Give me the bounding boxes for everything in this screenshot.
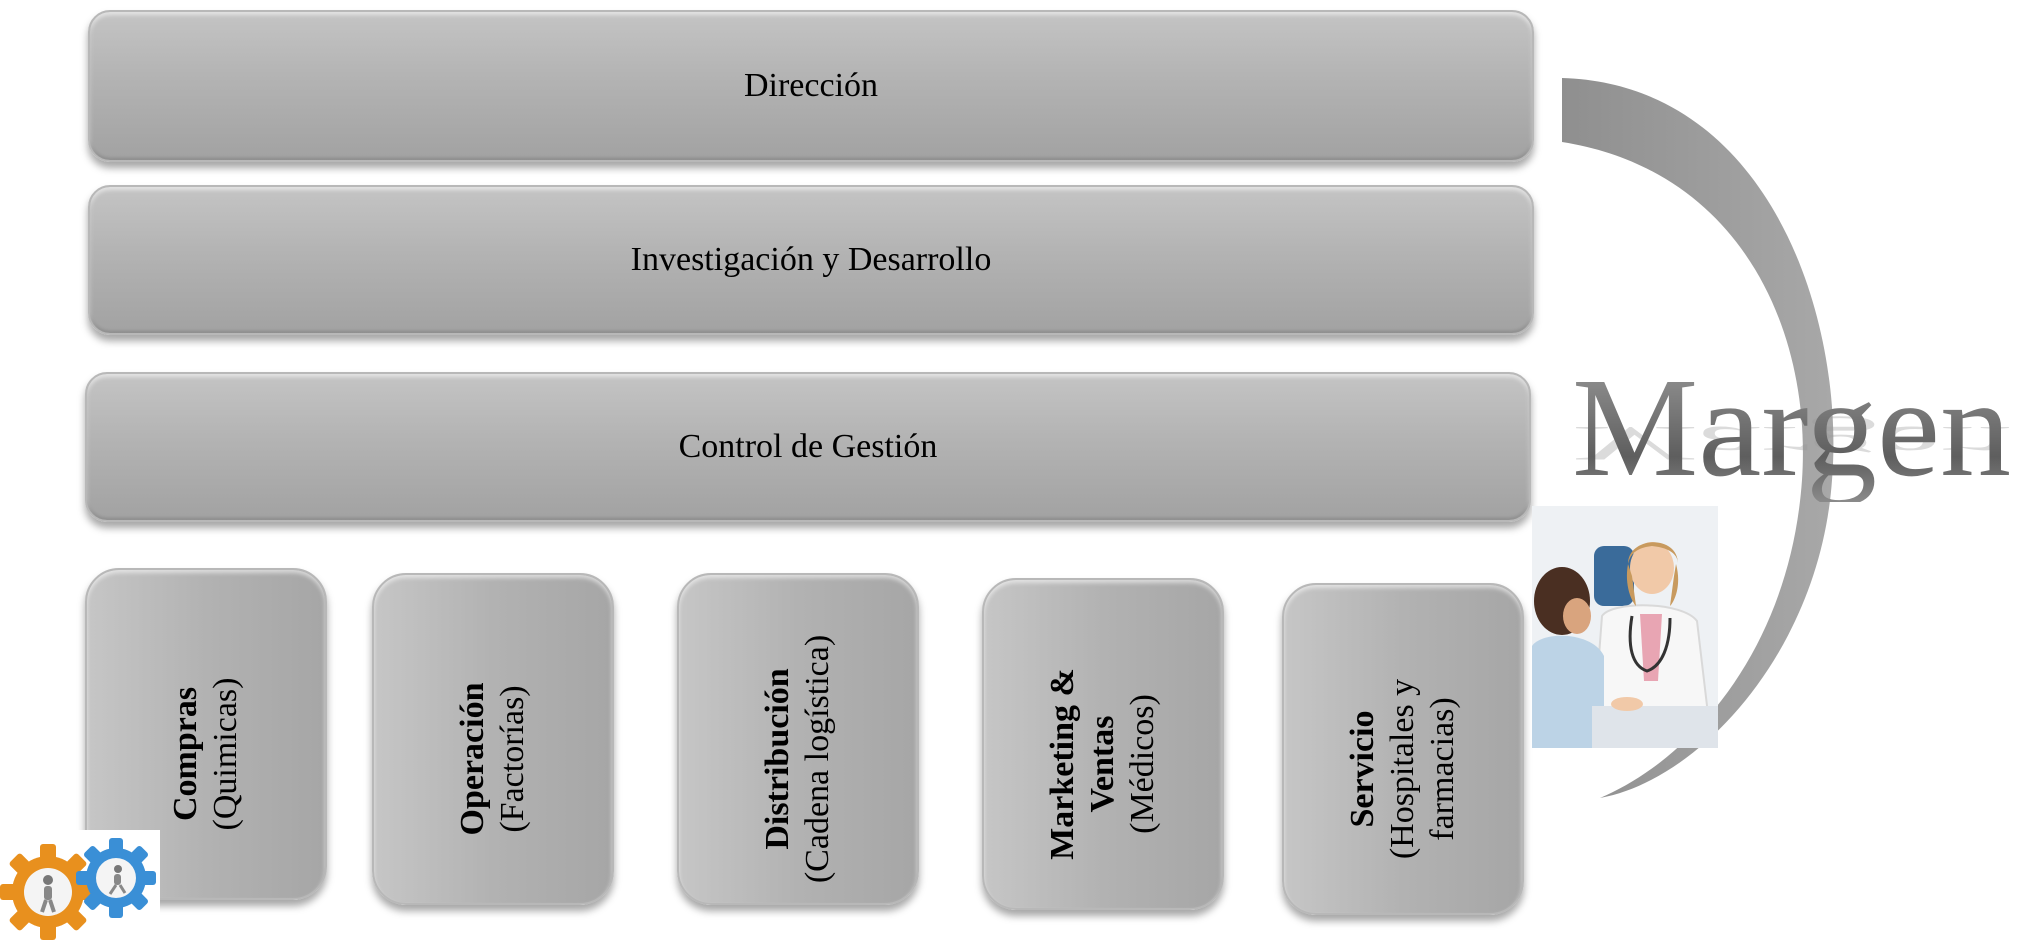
distribucion-block: Distribución (Cadena logística): [677, 573, 919, 905]
distribucion-text: Distribución (Cadena logística): [758, 635, 838, 883]
marketing-title-line1: Marketing &: [1044, 667, 1081, 860]
servicio-text: Servicio (Hospitales y farmacias): [1343, 678, 1463, 858]
servicio-subtitle-line2: farmacias): [1424, 696, 1461, 841]
control-gestion-label: Control de Gestión: [678, 428, 938, 465]
operacion-subtitle: (Factorías): [494, 685, 531, 833]
operacion-block: Operación (Factorías): [372, 573, 614, 905]
distribucion-title: Distribución: [759, 667, 796, 850]
marketing-ventas-block: Marketing & Ventas (Médicos): [982, 578, 1224, 910]
distribucion-subtitle: (Cadena logística): [799, 634, 836, 883]
investigacion-label: Investigación y Desarrollo: [630, 241, 992, 278]
investigacion-block: Investigación y Desarrollo: [88, 185, 1534, 335]
marketing-ventas-text: Marketing & Ventas (Médicos): [1043, 668, 1163, 860]
compras-subtitle: (Quimicas): [207, 677, 244, 831]
operacion-title: Operación: [454, 682, 491, 836]
operacion-text: Operación (Factorías): [453, 682, 533, 835]
gears-with-figures-icon: [0, 830, 160, 944]
servicio-subtitle-line1: (Hospitales y: [1384, 678, 1421, 859]
compras-title: Compras: [167, 686, 204, 821]
direccion-block: Dirección: [88, 10, 1534, 162]
margin-arc: [1562, 78, 1834, 798]
marketing-subtitle: (Médicos): [1124, 693, 1161, 834]
doctor-patient-photo: [1532, 506, 1718, 748]
direccion-label: Dirección: [743, 67, 879, 104]
servicio-block: Servicio (Hospitales y farmacias): [1282, 583, 1524, 915]
margen-title: Margen: [1572, 348, 2012, 506]
control-gestion-block: Control de Gestión: [85, 372, 1531, 522]
marketing-title-line2: Ventas: [1084, 715, 1121, 813]
compras-text: Compras (Quimicas): [166, 677, 246, 830]
servicio-title: Servicio: [1344, 710, 1381, 828]
